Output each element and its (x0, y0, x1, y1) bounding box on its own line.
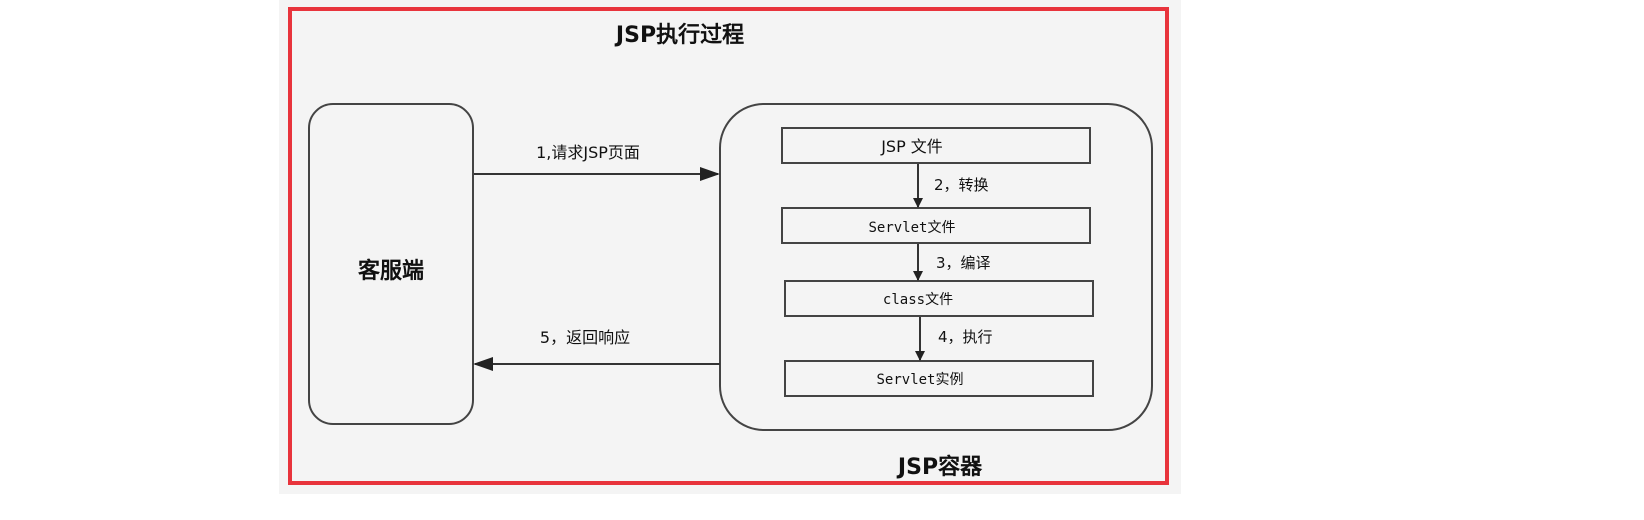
convert-label: 2，转换 (934, 176, 989, 194)
client-box (308, 103, 474, 425)
servlet-instance-label: Servlet实例 (876, 372, 963, 388)
compile-label: 3，编译 (936, 254, 991, 272)
client-label: 客服端 (358, 258, 424, 284)
execute-label: 4，执行 (938, 328, 993, 346)
class-file-box (784, 280, 1094, 317)
servlet-file-box (781, 207, 1091, 244)
red-frame (288, 7, 1169, 485)
servlet-file-label: Servlet文件 (868, 220, 955, 236)
response-label: 5，返回响应 (540, 328, 630, 347)
servlet-instance-box (784, 360, 1094, 397)
request-label: 1,请求JSP页面 (536, 143, 640, 162)
class-file-label: class文件 (883, 292, 953, 308)
container-box (719, 103, 1153, 431)
diagram-title: JSP执行过程 (614, 22, 744, 48)
container-label: JSP容器 (896, 454, 983, 480)
diagram-panel (279, 0, 1181, 494)
jsp-file-box (781, 127, 1091, 164)
jsp-file-label: JSP 文件 (880, 137, 943, 156)
